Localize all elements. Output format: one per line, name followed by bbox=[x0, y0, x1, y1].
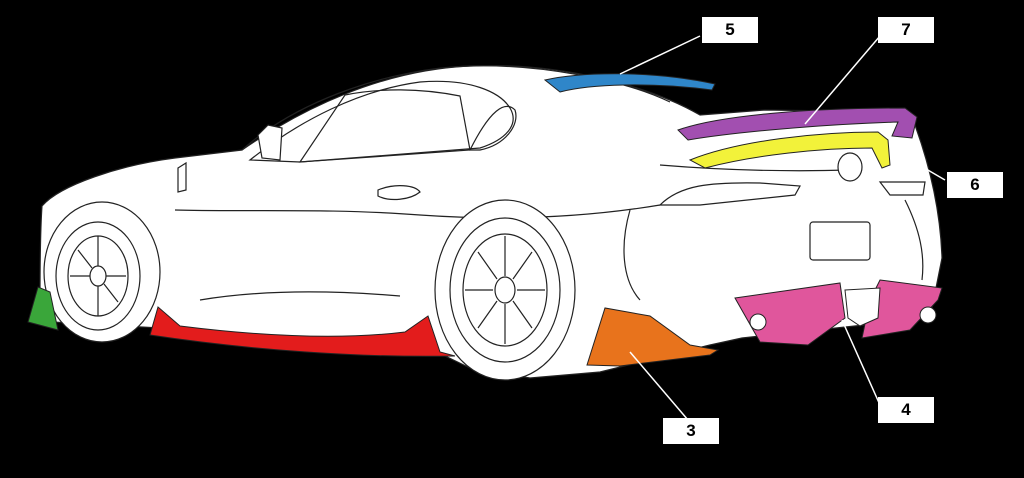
roof-spoiler-5 bbox=[543, 73, 716, 93]
rear-wing-7 bbox=[677, 107, 918, 141]
rear-wheel bbox=[434, 199, 576, 381]
rear-canard-3 bbox=[586, 307, 720, 367]
callout-7: 7 bbox=[878, 17, 934, 43]
callout-6: 6 bbox=[947, 172, 1003, 198]
diffuser-mesh bbox=[749, 287, 937, 331]
callout-4: 4 bbox=[878, 397, 934, 423]
front-wheel bbox=[43, 201, 161, 343]
callout-3: 3 bbox=[663, 418, 719, 444]
leader-lines bbox=[619, 35, 946, 421]
side-skirt bbox=[149, 306, 456, 357]
front-lip bbox=[27, 286, 59, 331]
wing-stay-6 bbox=[688, 131, 891, 169]
callout-5: 5 bbox=[702, 17, 758, 43]
